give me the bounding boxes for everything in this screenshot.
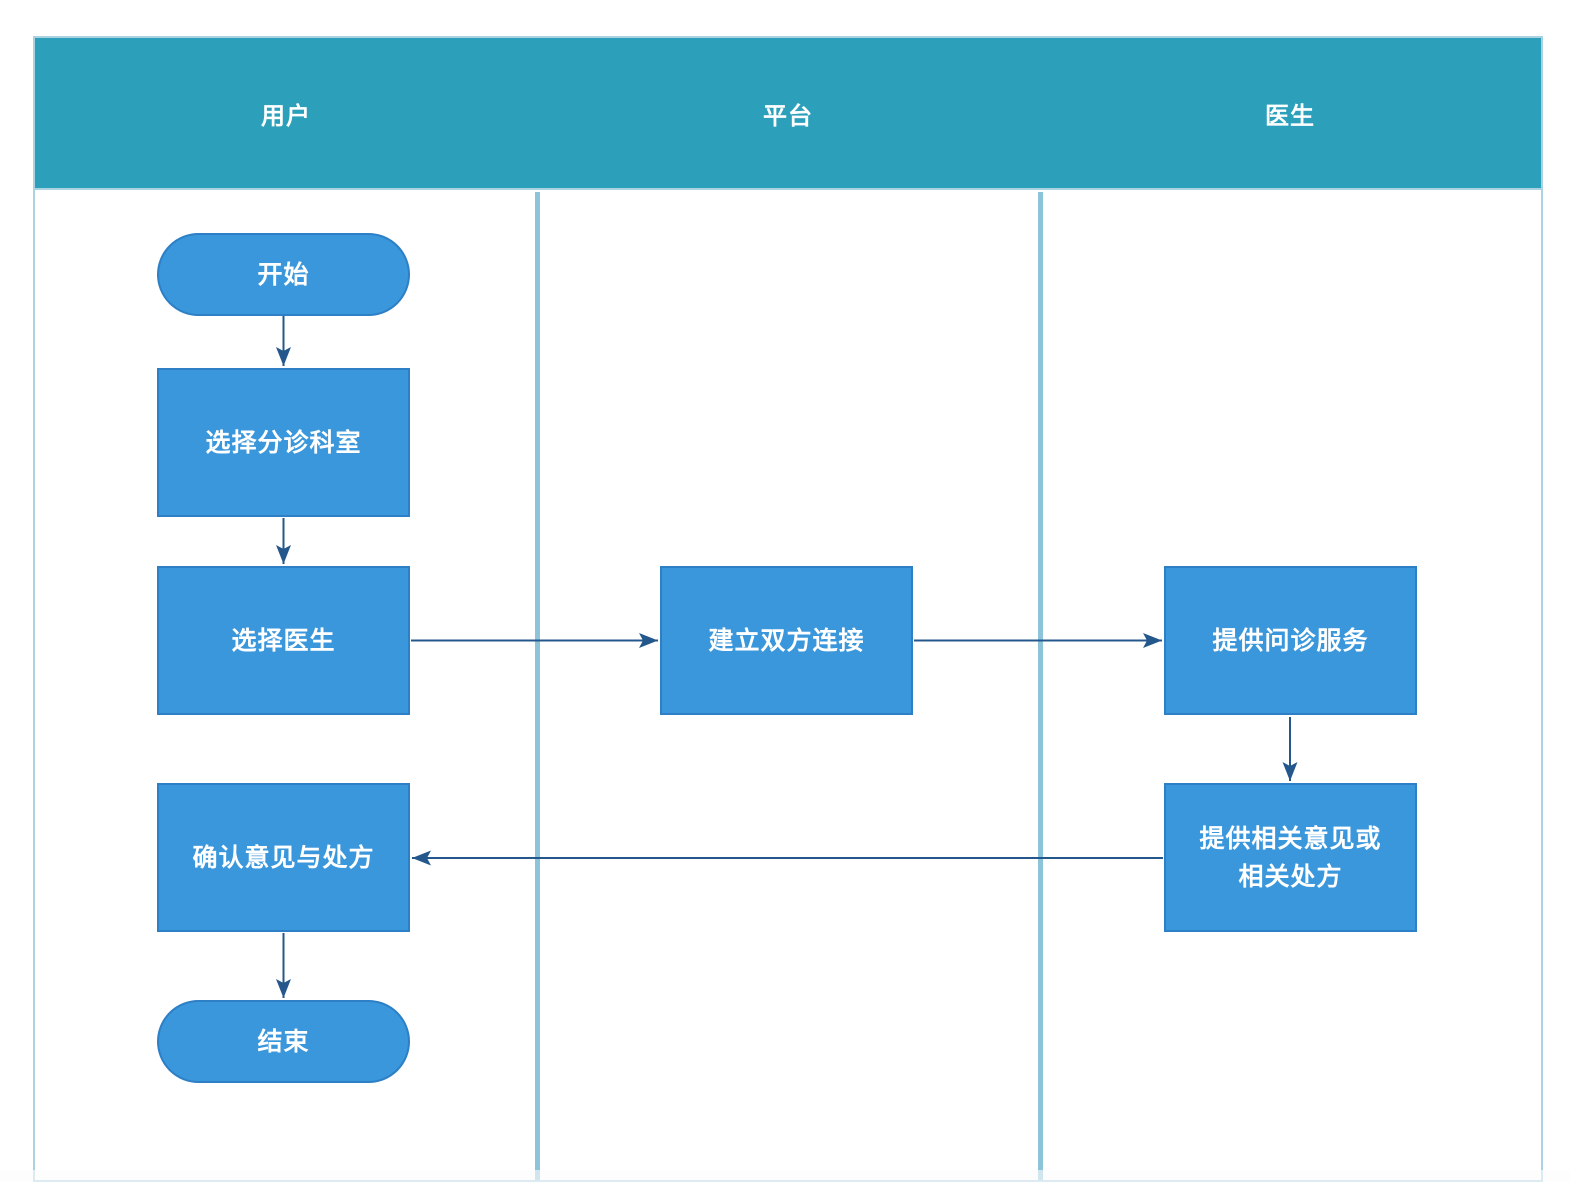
node-start: 开始 bbox=[157, 233, 410, 316]
lane-header-doctor: 医生 bbox=[1265, 102, 1315, 130]
node-provide-opinions-or-prescriptions: 提供相关意见或 相关处方 bbox=[1164, 783, 1417, 932]
lane-divider-1 bbox=[535, 192, 540, 1180]
page-bottom-edge bbox=[0, 1170, 1570, 1182]
node-confirm-opinions-and-prescription: 确认意见与处方 bbox=[157, 783, 410, 932]
lane-header-platform: 平台 bbox=[763, 102, 813, 130]
lane-header-user: 用户 bbox=[261, 102, 311, 130]
node-select-doctor: 选择医生 bbox=[157, 566, 410, 715]
node-end: 结束 bbox=[157, 1000, 410, 1083]
node-select-triage-department: 选择分诊科室 bbox=[157, 368, 410, 517]
node-establish-connection: 建立双方连接 bbox=[660, 566, 913, 715]
node-provide-consultation-service: 提供问诊服务 bbox=[1164, 566, 1417, 715]
lane-divider-2 bbox=[1038, 192, 1043, 1180]
lane-header-row: 用户 平台 医生 bbox=[35, 38, 1541, 190]
